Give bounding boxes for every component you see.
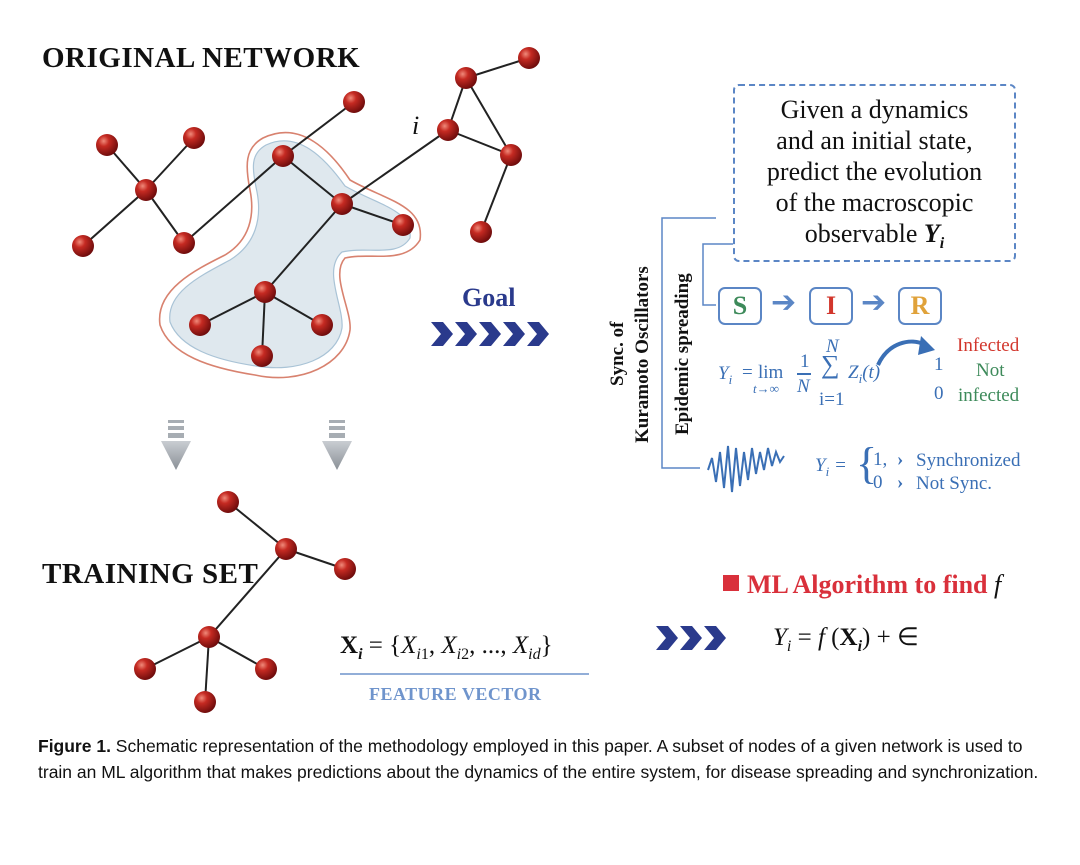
caption-label: Figure 1. xyxy=(38,736,111,756)
diagram-canvas xyxy=(72,47,935,713)
goal-chevrons-icon xyxy=(431,322,549,346)
value-zero: 0 xyxy=(934,383,944,404)
sir-state-i: I xyxy=(809,287,853,325)
network-node xyxy=(198,626,220,648)
branch-label-sync: Sync. of xyxy=(607,321,628,386)
not-infected-label-1: Not xyxy=(976,360,1005,381)
prediction-formula: Yi = f (Xi) + ∈ xyxy=(773,624,919,655)
network-node xyxy=(251,345,273,367)
network-node xyxy=(72,235,94,257)
synchronized-label: Synchronized xyxy=(916,450,1021,471)
network-node xyxy=(183,127,205,149)
network-node xyxy=(470,221,492,243)
network-node xyxy=(275,538,297,560)
sir-arrow-icon: ➔ xyxy=(771,285,797,320)
network-node xyxy=(217,491,239,513)
sir-state-s: S xyxy=(718,287,762,325)
sir-arrow-icon: ➔ xyxy=(861,285,887,320)
not-sync-label: Not Sync. xyxy=(916,473,992,494)
epidemic-formula-sum-bot: i=1 xyxy=(819,389,845,410)
network-node xyxy=(343,91,365,113)
sync-zero: 0 xyxy=(873,472,883,493)
network-node xyxy=(134,658,156,680)
epidemic-formula-lhs: Yi xyxy=(718,363,733,387)
down-arrow-left xyxy=(161,420,191,470)
training-network-nodes xyxy=(134,491,356,713)
training-set-title: TRAINING SET xyxy=(42,558,259,590)
chevron-right-icon: › xyxy=(897,472,904,493)
sum-symbol-icon: ∑ xyxy=(821,350,840,379)
branch-brackets xyxy=(661,217,733,469)
goal-line: observable xyxy=(804,219,918,248)
goal-line-observable: observable Yi xyxy=(745,218,1004,259)
network-node xyxy=(334,558,356,580)
observable-subscript: i xyxy=(939,235,945,253)
epidemic-formula-sum-top: N xyxy=(826,336,839,357)
sync-formula-lhs: Yi = xyxy=(815,455,847,479)
subset-highlight-outline xyxy=(158,131,422,379)
oscillation-wave-icon xyxy=(707,445,785,493)
network-node xyxy=(135,179,157,201)
fraction-bar xyxy=(797,373,811,375)
sync-one: 1, xyxy=(873,449,888,470)
training-network-edges xyxy=(144,501,346,703)
original-network-title: ORIGINAL NETWORK xyxy=(42,42,361,74)
network-node xyxy=(173,232,195,254)
down-arrow-right xyxy=(322,420,352,470)
goal-line: and an initial state, xyxy=(776,126,973,155)
network-node xyxy=(331,193,353,215)
observable-symbol: Y xyxy=(923,219,940,248)
branch-label-epidemic: Epidemic spreading xyxy=(672,273,693,435)
figure-caption: Figure 1. Schematic representation of th… xyxy=(38,733,1048,785)
network-node xyxy=(194,691,216,713)
network-node xyxy=(272,145,294,167)
epidemic-formula-lim-sub: t→∞ xyxy=(753,381,779,396)
brace-icon: { xyxy=(856,439,878,488)
epidemic-formula-term: Zi(t) xyxy=(848,362,881,386)
red-square-icon xyxy=(723,575,739,591)
original-network-nodes xyxy=(72,47,540,367)
network-node xyxy=(518,47,540,69)
goal-label: Goal xyxy=(462,283,516,312)
goal-line: predict the evolution xyxy=(766,157,983,186)
network-node xyxy=(96,134,118,156)
caption-text: Schematic representation of the methodol… xyxy=(38,736,1039,782)
ml-algorithm-label: ML Algorithm to find f xyxy=(723,570,1001,600)
sir-state-r: R xyxy=(898,287,942,325)
network-node xyxy=(311,314,333,336)
epidemic-formula-lim: lim xyxy=(758,362,784,383)
ml-chevrons-icon xyxy=(656,626,726,650)
goal-line: of the macroscopic xyxy=(775,188,974,217)
network-node xyxy=(455,67,477,89)
network-node xyxy=(500,144,522,166)
curved-arrow-icon xyxy=(876,336,935,366)
branch-label-kuramoto: Kuramoto Oscillators xyxy=(632,266,653,443)
value-one: 1 xyxy=(934,354,944,375)
network-node xyxy=(255,658,277,680)
chevron-right-icon: › xyxy=(897,449,904,470)
node-i-label: i xyxy=(412,111,420,140)
epidemic-formula-eq: = xyxy=(742,362,753,383)
epidemic-formula-den: N xyxy=(797,376,810,397)
infected-label: Infected xyxy=(957,335,1020,356)
network-node xyxy=(437,119,459,141)
not-infected-label-2: infected xyxy=(958,385,1020,406)
network-node xyxy=(392,214,414,236)
network-node xyxy=(189,314,211,336)
feature-vector-formula: Xi = {Xi1, Xi2, ..., Xid} xyxy=(340,632,553,663)
goal-line: Given a dynamics xyxy=(780,95,969,124)
epidemic-formula-num: 1 xyxy=(800,351,810,372)
goal-description-box: Given a dynamics and an initial state, p… xyxy=(733,84,1016,262)
network-node xyxy=(254,281,276,303)
feature-vector-label: FEATURE VECTOR xyxy=(369,684,542,704)
